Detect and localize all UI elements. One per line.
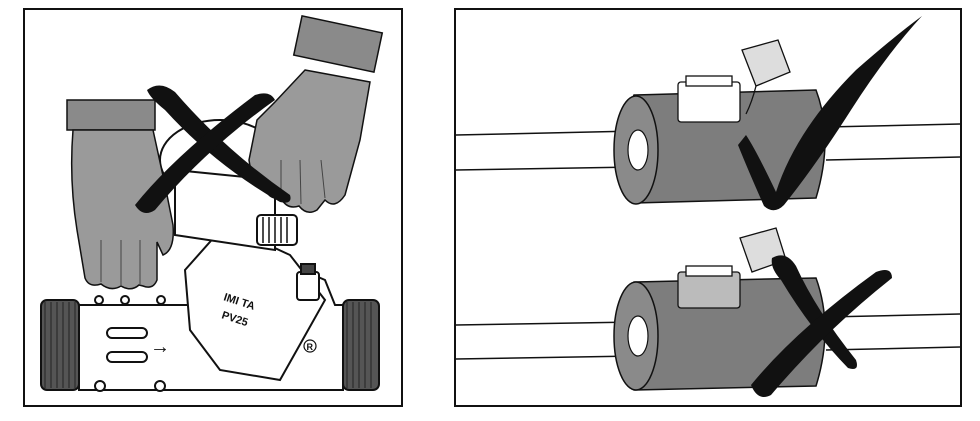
registered-mark: R bbox=[307, 342, 314, 352]
top-insulated-valve bbox=[456, 39, 960, 205]
left-glove-cuff bbox=[66, 99, 156, 131]
threaded-end-right bbox=[342, 299, 380, 391]
bottom-pipe bbox=[456, 313, 960, 360]
registered-mark-circle bbox=[303, 339, 317, 353]
left-panel-do-not-hold-valve: → IMI TA PV25 R bbox=[23, 8, 403, 407]
threaded-end-left bbox=[40, 299, 80, 391]
right-glove-cuff bbox=[292, 15, 384, 73]
top-check-mark bbox=[738, 16, 922, 211]
left-glove bbox=[66, 99, 175, 290]
flow-direction-arrow: → bbox=[150, 336, 170, 358]
bottom-cross-mark bbox=[751, 255, 892, 398]
left-illustration: → IMI TA PV25 R bbox=[40, 15, 384, 392]
right-illustration bbox=[456, 16, 960, 398]
bottom-insulated-valve bbox=[456, 227, 960, 391]
right-panel-insulation bbox=[454, 8, 962, 407]
top-pipe bbox=[456, 123, 960, 171]
left-cross-mark bbox=[135, 85, 291, 214]
